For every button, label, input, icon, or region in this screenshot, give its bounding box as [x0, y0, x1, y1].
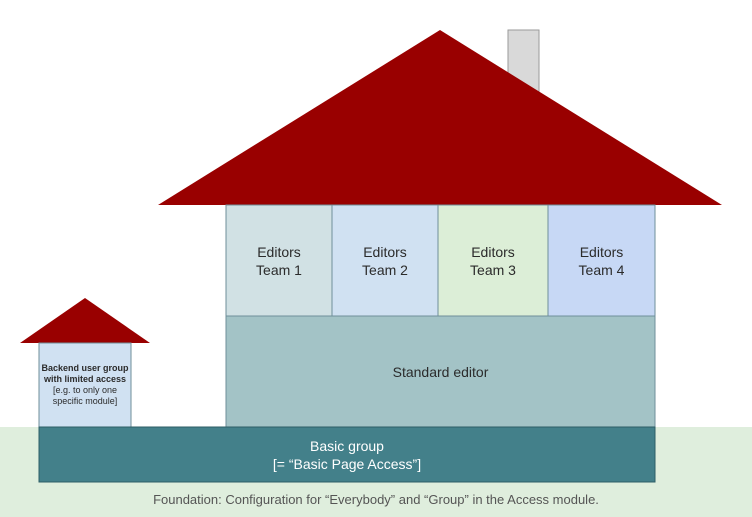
annex-line4: specific module] [52, 396, 118, 406]
team-4-line1: Editors [579, 243, 624, 260]
team-1-label: Editors Team 1 [226, 205, 332, 316]
standard-editor-text: Standard editor [392, 363, 489, 380]
annex-label: Backend user group with limited access [… [39, 343, 131, 427]
annex-roof [20, 298, 150, 343]
team-3-label: Editors Team 3 [438, 205, 548, 316]
annex-wall [38, 342, 132, 428]
team-2-label: Editors Team 2 [332, 205, 438, 316]
team-4-line2: Team 4 [578, 261, 625, 278]
standard-editor-label: Standard editor [226, 316, 655, 427]
main-roof [158, 30, 722, 205]
annex-line1: Backend user group [41, 363, 129, 373]
team-3-line1: Editors [471, 243, 515, 260]
basic-group-line1: Basic group [310, 437, 384, 454]
basic-group-label: Basic group [= “Basic Page Access”] [39, 427, 655, 482]
team-1-box [225, 204, 333, 317]
basic-group-box [38, 426, 656, 483]
team-2-line1: Editors [363, 243, 407, 260]
caption: Foundation: Configuration for “Everybody… [0, 484, 752, 514]
caption-text: Foundation: Configuration for “Everybody… [153, 491, 599, 507]
standard-editor-box [225, 315, 656, 428]
annex-line3: [e.g. to only one [52, 385, 118, 395]
annex-line2: with limited access [43, 374, 127, 384]
basic-group-line2: [= “Basic Page Access”] [272, 455, 422, 472]
team-2-line2: Team 2 [362, 261, 408, 278]
team-2-box [331, 204, 439, 317]
team-3-line2: Team 3 [470, 261, 516, 278]
team-4-label: Editors Team 4 [548, 205, 655, 316]
team-1-line1: Editors [257, 243, 301, 260]
team-1-line2: Team 1 [256, 261, 302, 278]
